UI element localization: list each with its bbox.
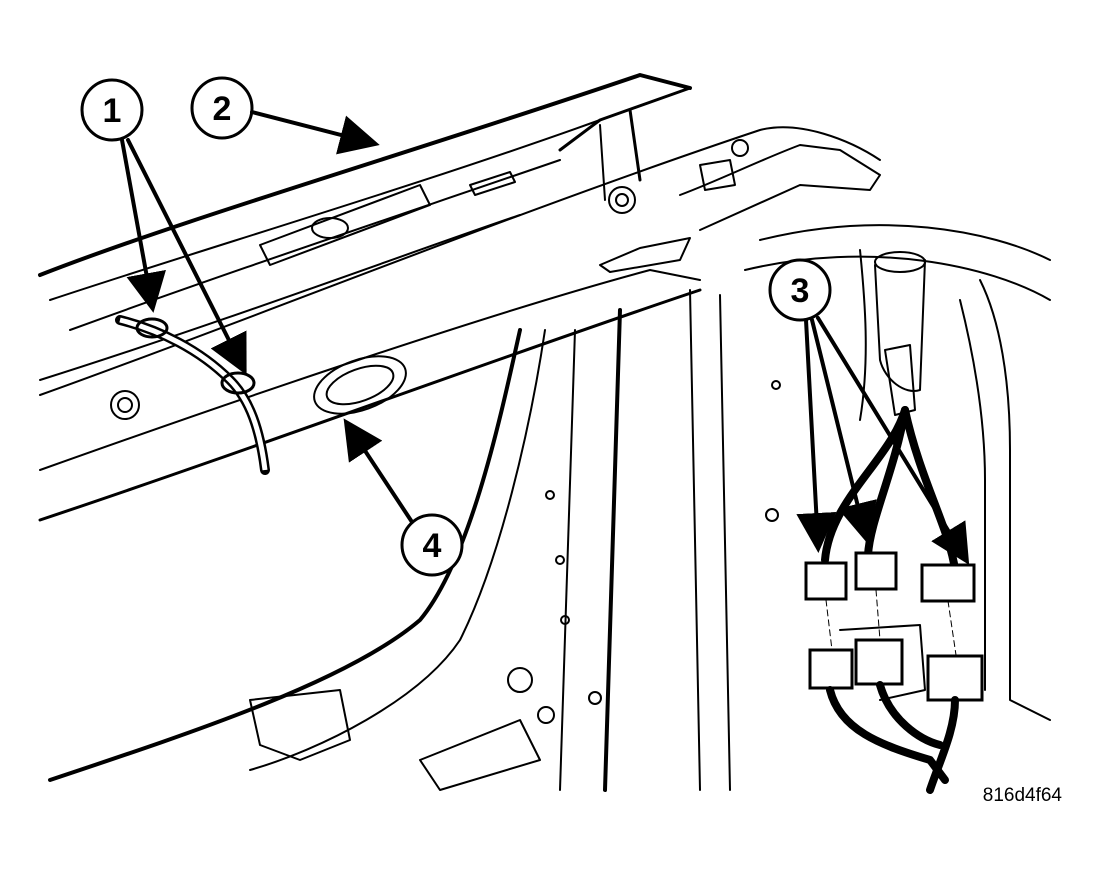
connector-upper-3 xyxy=(920,563,976,603)
figure-code: 816d4f64 xyxy=(983,785,1063,806)
quarter-panel xyxy=(731,139,1051,721)
callout-1-label: 1 xyxy=(103,92,122,130)
callout-2-label: 2 xyxy=(213,90,232,128)
callout-4-label: 4 xyxy=(423,527,442,565)
callout-4: 4 xyxy=(343,418,464,577)
roof-bow xyxy=(38,126,881,522)
body-side-frame xyxy=(48,289,731,792)
connector-lower-3 xyxy=(926,654,984,702)
connector-lower-2 xyxy=(854,638,904,686)
connector-lower-1 xyxy=(808,648,854,690)
callout-3-label: 3 xyxy=(791,272,810,310)
connector-upper-1 xyxy=(804,561,848,601)
roof-harness-right xyxy=(804,251,984,794)
callout-1: 1 xyxy=(80,78,247,376)
grommet-1 xyxy=(135,317,169,339)
roof-harness-left xyxy=(115,315,270,475)
callout-2: 2 xyxy=(190,76,380,155)
connector-upper-2 xyxy=(854,551,898,591)
callout-3: 3 xyxy=(768,258,970,565)
